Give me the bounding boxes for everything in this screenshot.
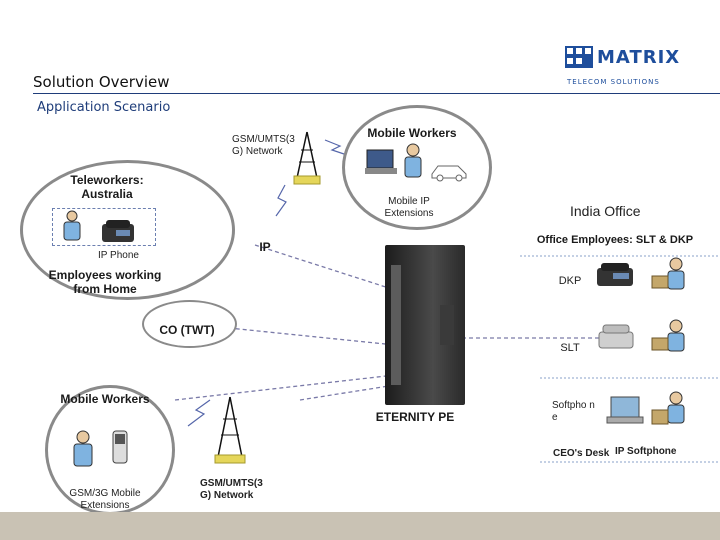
- gsm-network-top-label: GSM/UMTS(3 G) Network: [232, 134, 295, 157]
- dkp-phone-icon: [595, 260, 635, 288]
- link-ip-server: [254, 244, 396, 291]
- logo-tagline: TELECOM SOLUTIONS: [567, 78, 660, 86]
- office-employees-label: Office Employees: SLT & DKP: [536, 234, 694, 246]
- logo-mark-icon: [565, 46, 593, 68]
- gsm-3g-extensions-label: GSM/3G Mobile Extensions: [69, 488, 141, 511]
- link-gsm-server: [299, 384, 396, 401]
- wireless-zigzag-top: [324, 139, 351, 157]
- ip-phone-label: IP Phone: [98, 250, 139, 261]
- matrix-logo: MATRIX TELECOM SOLUTIONS: [565, 44, 685, 92]
- co-twt-label: CO (TWT): [159, 323, 215, 337]
- mobile-ip-extensions-label: Mobile IP Extensions: [384, 196, 434, 219]
- mobile-workers-bottom-label: Mobile Workers: [60, 392, 150, 406]
- slt-phone-icon: [597, 322, 635, 350]
- teleworker-desk: [52, 208, 156, 246]
- ceo-person-icon: [650, 390, 690, 428]
- page-subtitle: Application Scenario: [37, 100, 171, 115]
- wireless-zigzag-mid: [275, 184, 287, 217]
- india-office-label: India Office: [570, 203, 641, 219]
- mobile-worker-person-icon: [68, 430, 98, 470]
- wireless-zigzag-bottom: [187, 399, 211, 427]
- ip-softphone-label: IP Softphone: [615, 446, 677, 457]
- office-person-dkp-icon: [650, 256, 690, 292]
- employees-home-label: Employees working from Home: [48, 268, 162, 296]
- softphone-label: Softpho ne: [552, 400, 595, 423]
- footer-bar: [0, 512, 720, 540]
- office-person-slt-icon: [650, 318, 690, 354]
- eternity-pe-server: [385, 245, 465, 405]
- cell-tower-icon-top: [292, 130, 322, 186]
- co-twt-cloud: [142, 300, 237, 348]
- ip-phone-icon: [100, 218, 136, 244]
- mobile-phone-icon: [112, 430, 128, 464]
- laptop-worker-icon: [365, 140, 435, 184]
- laptop-icon: [605, 395, 645, 427]
- page-title: Solution Overview: [33, 73, 170, 91]
- car-icon: [430, 160, 470, 182]
- teleworker-person-icon: [60, 210, 84, 242]
- ip-cloud-label: IP: [259, 240, 271, 254]
- eternity-pe-label: ETERNITY PE: [375, 410, 455, 424]
- slt-label: SLT: [560, 342, 580, 354]
- ceo-desk-label: CEO's Desk: [553, 448, 610, 459]
- link-mobile-server: [174, 374, 396, 401]
- mobile-workers-top-title: Mobile Workers: [367, 126, 457, 140]
- mobile-workers-bottom-cloud: [45, 385, 175, 515]
- gsm-network-bottom-label: GSM/UMTS(3 G) Network: [200, 478, 263, 501]
- dkp-label: DKP: [558, 275, 582, 287]
- teleworkers-label: Teleworkers: Australia: [70, 173, 144, 201]
- title-rule: [33, 93, 720, 94]
- cell-tower-icon-bottom: [212, 395, 248, 465]
- logo-wordmark: MATRIX: [597, 47, 681, 68]
